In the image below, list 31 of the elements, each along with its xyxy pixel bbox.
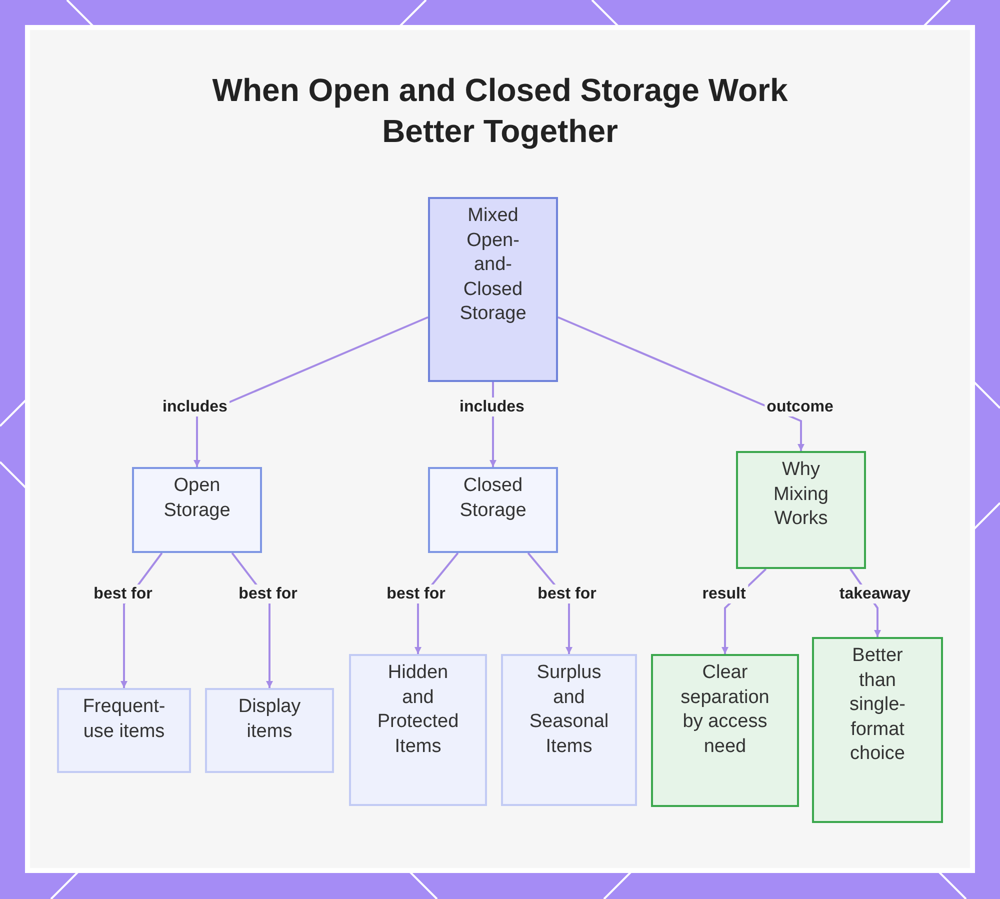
topic-box bbox=[428, 197, 558, 382]
edge-label: best for bbox=[236, 584, 300, 604]
edge-label: includes bbox=[160, 398, 230, 416]
node-label: Clear separation by access need bbox=[680, 661, 770, 758]
outcome-box bbox=[736, 451, 866, 569]
edge-label: includes bbox=[458, 398, 526, 416]
node-label: Frequent-use items bbox=[82, 695, 166, 744]
diagram-title: When Open and Closed Storage Work Better Together bbox=[211, 71, 789, 151]
edge-label: best for bbox=[384, 584, 448, 604]
node-label: Open Storage bbox=[162, 474, 232, 522]
node-label: Why Mixing Works bbox=[772, 458, 830, 531]
item-box bbox=[349, 654, 487, 806]
edge-label: best for bbox=[536, 584, 598, 604]
edge-label: result bbox=[700, 584, 748, 604]
node-label: Better than single-format choice bbox=[848, 644, 906, 766]
edge-label: takeaway bbox=[837, 584, 913, 604]
item-box bbox=[205, 688, 334, 773]
node-label: Surplus and Seasonal Items bbox=[528, 661, 610, 758]
arrow bbox=[194, 316, 428, 467]
node-label: Closed Storage bbox=[458, 474, 528, 522]
node-label: Mixed Open-and-Closed Storage bbox=[458, 204, 528, 326]
arrow bbox=[558, 316, 804, 451]
item-box bbox=[501, 654, 637, 806]
outcome-box bbox=[651, 654, 799, 807]
node-label: Display items bbox=[237, 695, 302, 744]
node-label: Hidden and Protected Items bbox=[376, 661, 460, 758]
outcome-box bbox=[812, 637, 943, 823]
category-box bbox=[428, 467, 558, 553]
edge-label: best for bbox=[92, 584, 154, 604]
category-box bbox=[132, 467, 262, 553]
item-box bbox=[57, 688, 191, 773]
